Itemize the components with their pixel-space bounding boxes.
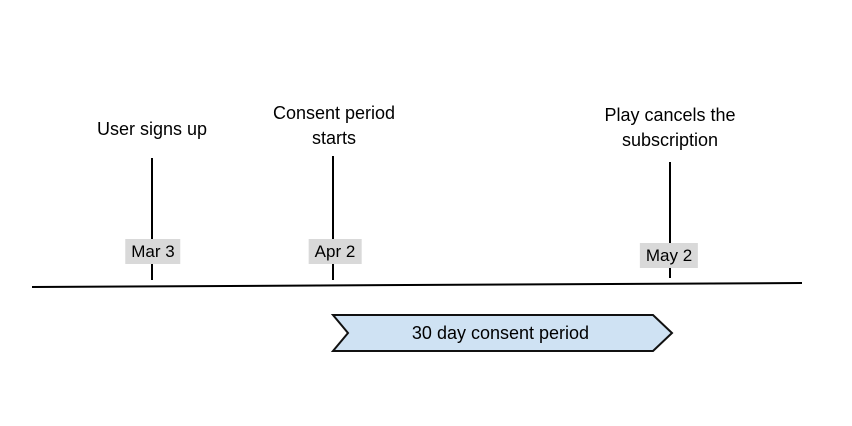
consent-period-ribbon-label: 30 day consent period: [411, 322, 590, 343]
date-badge-apr-2: Apr 2: [308, 239, 362, 264]
event-tick-may-2: [669, 162, 671, 278]
consent-period-ribbon: [330, 314, 674, 352]
event-tick-apr-2: [332, 156, 334, 280]
date-badge-mar-3: Mar 3: [125, 239, 181, 264]
timeline-axis: [31, 282, 803, 288]
event-label-user-signs-up: User signs up: [96, 119, 208, 139]
event-label-play-cancels: Play cancels the subscription: [604, 105, 736, 150]
event-label-consent-period-starts: Consent period starts: [272, 103, 396, 148]
event-tick-mar-3: [151, 158, 153, 280]
date-badge-may-2: May 2: [639, 243, 699, 268]
